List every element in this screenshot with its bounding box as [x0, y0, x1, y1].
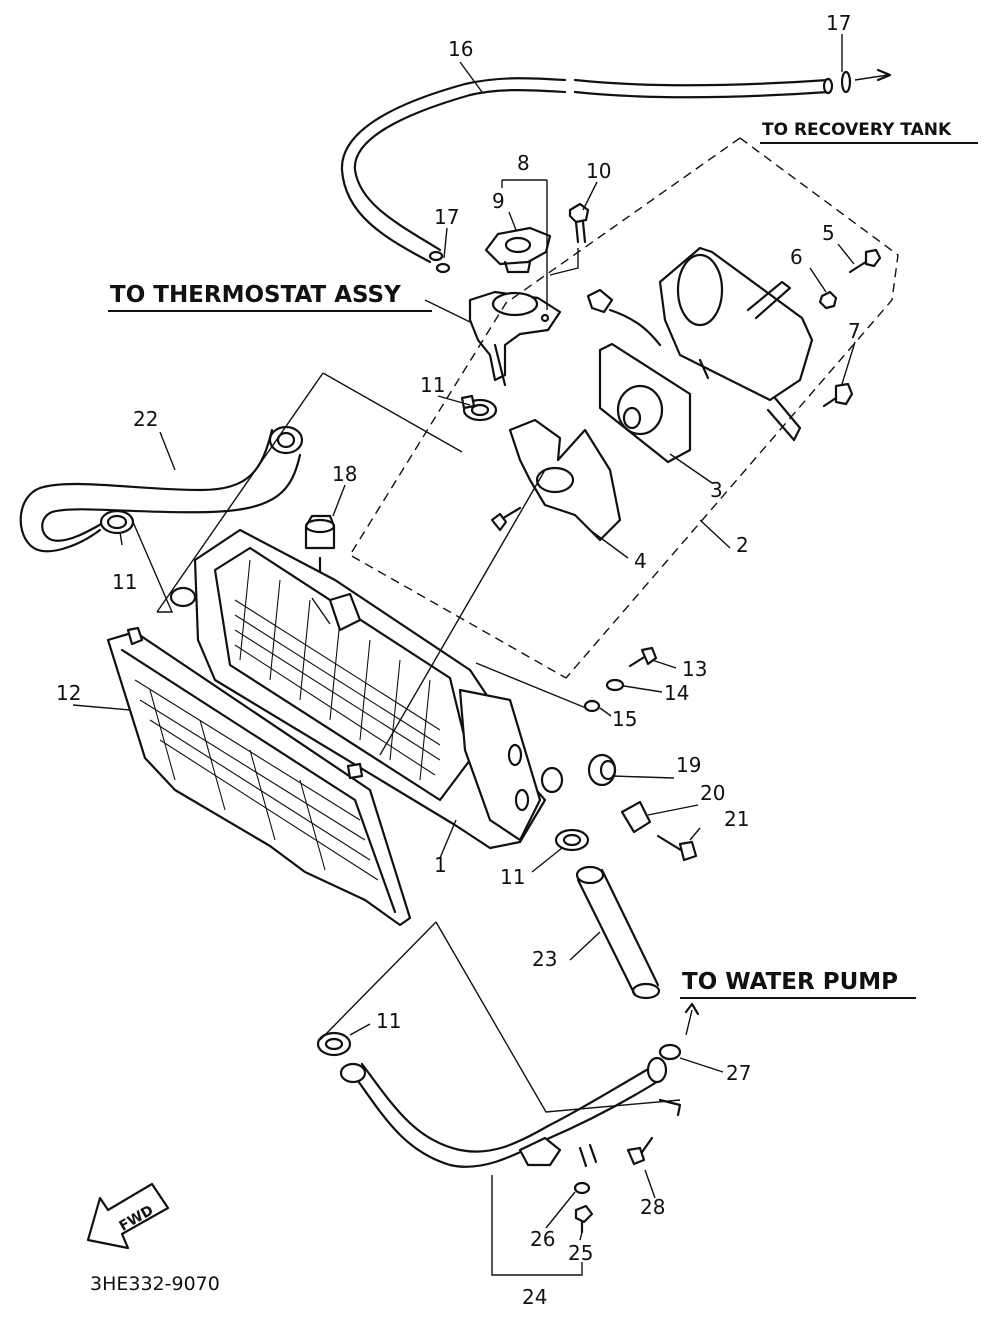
o-ring-part-27 [658, 1043, 682, 1061]
annotation-thermostat: TO THERMOSTAT ASSY [108, 282, 432, 312]
callout-1: 1 [434, 853, 447, 877]
hose-part-23 [575, 865, 661, 1000]
callout-11-c: 11 [500, 865, 525, 889]
bolt-part-28 [626, 1136, 654, 1166]
callout-17-top: 17 [826, 11, 851, 35]
fan-motor-part-3 [586, 288, 692, 464]
callout-labels: 16 17 8 9 10 17 5 6 7 11 22 18 3 11 2 4 … [56, 11, 861, 1309]
bolt-part-10 [568, 202, 590, 244]
fwd-arrow-icon: FWD [86, 1182, 170, 1250]
callout-14: 14 [664, 681, 689, 705]
annotation-recovery-tank: TO RECOVERY TANK [760, 120, 978, 144]
collar-part-14 [605, 678, 625, 692]
callout-2: 2 [736, 533, 749, 557]
radiator-cap-part-18 [304, 514, 336, 602]
washer-part-15 [583, 699, 601, 713]
radiator-guard-part-12 [106, 626, 412, 927]
filler-neck-part-8 [468, 290, 562, 387]
clamp-part-11-b [460, 394, 498, 422]
washer-part-26 [573, 1181, 591, 1195]
callout-17-left: 17 [434, 205, 459, 229]
callout-8: 8 [517, 151, 530, 175]
callout-5: 5 [822, 221, 835, 245]
fan-assembly-group-part-2 [349, 137, 899, 679]
callout-16: 16 [448, 37, 473, 61]
recovery-tank-label: TO RECOVERY TANK [762, 120, 952, 140]
callout-26: 26 [530, 1227, 555, 1251]
callout-4: 4 [634, 549, 647, 573]
callout-27: 27 [726, 1061, 751, 1085]
callout-25: 25 [568, 1241, 593, 1265]
callout-9: 9 [492, 189, 505, 213]
callout-11-b: 11 [112, 570, 137, 594]
clamp-part-11-a [99, 509, 135, 535]
recovery-hose-part-16 [340, 77, 834, 264]
nut-part-6 [818, 290, 838, 310]
bolt-part-13 [628, 646, 658, 668]
clamp-part-11-d [316, 1031, 352, 1057]
callout-12: 12 [56, 681, 81, 705]
callout-23: 23 [532, 947, 557, 971]
hose-part-22 [19, 425, 304, 553]
callout-20: 20 [700, 781, 725, 805]
callout-19: 19 [676, 753, 701, 777]
annotation-water-pump: TO WATER PUMP [680, 969, 916, 999]
bolt-part-25 [574, 1204, 594, 1234]
water-pump-label: TO WATER PUMP [682, 969, 898, 995]
callout-3: 3 [710, 478, 723, 502]
filler-cap-part-9 [484, 226, 552, 274]
callout-10: 10 [586, 159, 611, 183]
clip-part-17-top [840, 68, 892, 94]
leader-lines [72, 34, 856, 1276]
callout-13: 13 [682, 657, 707, 681]
callout-24: 24 [522, 1285, 547, 1309]
collar-part-20 [620, 800, 652, 834]
fan-shroud [658, 246, 814, 442]
bolt-part-7 [822, 382, 854, 408]
clip-part-17-left [435, 262, 451, 274]
callout-21: 21 [724, 807, 749, 831]
callout-15: 15 [612, 707, 637, 731]
clamp-part-11-c [554, 828, 590, 852]
radiator-part-1 [169, 528, 564, 850]
drawing-code: 3HE332-9070 [90, 1273, 220, 1295]
bolt-part-5 [848, 248, 882, 274]
callout-18: 18 [332, 462, 357, 486]
callout-11-d: 11 [376, 1009, 401, 1033]
callout-11-a: 11 [420, 373, 445, 397]
callout-28: 28 [640, 1195, 665, 1219]
callout-6: 6 [790, 245, 803, 269]
water-pipe-part-24 [339, 1056, 682, 1168]
callout-7: 7 [848, 319, 861, 343]
thermostat-label: TO THERMOSTAT ASSY [110, 282, 401, 308]
fan-blade-part-4 [490, 418, 622, 542]
callout-22: 22 [133, 407, 158, 431]
grommet-part-19 [587, 753, 617, 787]
bolt-part-21 [656, 834, 698, 862]
